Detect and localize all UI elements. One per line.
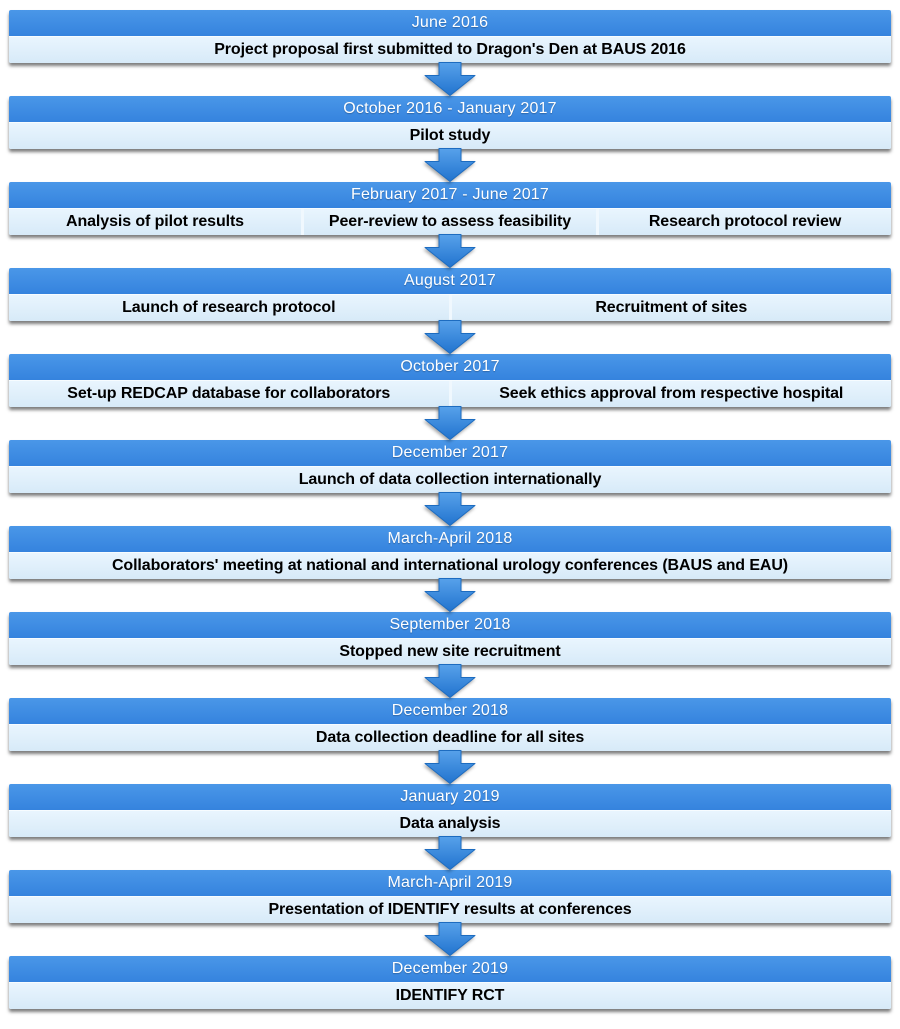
step-item-cell: Stopped new site recruitment — [339, 643, 561, 660]
step-item-cell: Recruitment of sites — [448, 295, 892, 321]
step-body: Presentation of IDENTIFY results at conf… — [9, 896, 891, 923]
step-body: Pilot study — [9, 122, 891, 149]
step-date-header: December 2019 — [9, 956, 891, 982]
timeline-step: October 2016 - January 2017 Pilot study — [0, 96, 900, 182]
timeline-step: December 2017 Launch of data collection … — [0, 440, 900, 526]
timeline-block: September 2018 Stopped new site recruitm… — [9, 612, 891, 665]
step-body: Launch of data collection internationall… — [9, 466, 891, 493]
timeline-block: October 2016 - January 2017 Pilot study — [9, 96, 891, 149]
down-arrow-icon — [0, 578, 900, 612]
step-body: IDENTIFY RCT — [9, 982, 891, 1009]
down-arrow-icon — [0, 406, 900, 440]
step-body: Data collection deadline for all sites — [9, 724, 891, 751]
timeline-block: December 2017 Launch of data collection … — [9, 440, 891, 493]
timeline-block: December 2018 Data collection deadline f… — [9, 698, 891, 751]
timeline-block: June 2016 Project proposal first submitt… — [9, 10, 891, 63]
step-date-header: October 2017 — [9, 354, 891, 380]
step-date-header: October 2016 - January 2017 — [9, 96, 891, 122]
step-item-cell: Analysis of pilot results — [66, 213, 244, 230]
down-arrow-icon — [0, 234, 900, 268]
step-item-cell: Launch of data collection internationall… — [298, 471, 602, 488]
step-date-header: January 2019 — [9, 784, 891, 810]
timeline-step: December 2019 IDENTIFY RCT — [0, 956, 900, 1009]
timeline-step: June 2016 Project proposal first submitt… — [0, 10, 900, 96]
step-body: Project proposal first submitted to Drag… — [9, 36, 891, 63]
step-item-cell: Data analysis — [399, 815, 501, 832]
down-arrow-icon — [0, 664, 900, 698]
timeline-block: March-April 2019 Presentation of IDENTIF… — [9, 870, 891, 923]
step-item-cell: Presentation of IDENTIFY results at conf… — [268, 901, 632, 918]
step-body: Data analysis — [9, 810, 891, 837]
step-date-header: March-April 2019 — [9, 870, 891, 896]
timeline-step: February 2017 - June 2017 Analysis of pi… — [0, 182, 900, 268]
down-arrow-icon — [0, 750, 900, 784]
step-body: Stopped new site recruitment — [9, 638, 891, 665]
timeline-block: October 2017 Set-up REDCAP database for … — [9, 354, 891, 407]
down-arrow-icon — [0, 836, 900, 870]
step-item-cell: Research protocol review — [596, 209, 891, 235]
step-date-header: March-April 2018 — [9, 526, 891, 552]
step-body: Analysis of pilot results Peer-review to … — [9, 208, 891, 235]
timeline-step: August 2017 Launch of research protocol R… — [0, 268, 900, 354]
step-date-header: February 2017 - June 2017 — [9, 182, 891, 208]
timeline-block: January 2019 Data analysis — [9, 784, 891, 837]
timeline-step: January 2019 Data analysis — [0, 784, 900, 870]
down-arrow-icon — [0, 62, 900, 96]
step-body: Launch of research protocol Recruitment o… — [9, 294, 891, 321]
timeline-step: March-April 2019 Presentation of IDENTIF… — [0, 870, 900, 956]
step-body: Set-up REDCAP database for collaborators… — [9, 380, 891, 407]
timeline-step: September 2018 Stopped new site recruitm… — [0, 612, 900, 698]
timeline-block: August 2017 Launch of research protocol R… — [9, 268, 891, 321]
step-item-cell: Project proposal first submitted to Drag… — [214, 41, 686, 58]
step-body: Collaborators' meeting at national and i… — [9, 552, 891, 579]
step-item-cell: Launch of research protocol — [122, 299, 336, 316]
step-item-cell: Pilot study — [409, 127, 491, 144]
timeline-block: February 2017 - June 2017 Analysis of pi… — [9, 182, 891, 235]
down-arrow-icon — [0, 148, 900, 182]
down-arrow-icon — [0, 320, 900, 354]
timeline-step: March-April 2018 Collaborators' meeting … — [0, 526, 900, 612]
step-date-header: December 2017 — [9, 440, 891, 466]
step-item-cell: Set-up REDCAP database for collaborators — [67, 385, 391, 402]
timeline-step: October 2017 Set-up REDCAP database for … — [0, 354, 900, 440]
step-item-cell: Seek ethics approval from respective hos… — [448, 381, 892, 407]
timeline-step: December 2018 Data collection deadline f… — [0, 698, 900, 784]
down-arrow-icon — [0, 922, 900, 956]
step-date-header: August 2017 — [9, 268, 891, 294]
step-date-header: June 2016 — [9, 10, 891, 36]
step-item-cell: Collaborators' meeting at national and i… — [111, 557, 789, 574]
down-arrow-icon — [0, 492, 900, 526]
step-date-header: September 2018 — [9, 612, 891, 638]
step-item-cell: IDENTIFY RCT — [395, 987, 505, 1004]
step-item-cell: Peer-review to assess feasibility — [301, 209, 596, 235]
timeline-block: December 2019 IDENTIFY RCT — [9, 956, 891, 1009]
step-date-header: December 2018 — [9, 698, 891, 724]
timeline-block: March-April 2018 Collaborators' meeting … — [9, 526, 891, 579]
step-item-cell: Data collection deadline for all sites — [315, 729, 585, 746]
